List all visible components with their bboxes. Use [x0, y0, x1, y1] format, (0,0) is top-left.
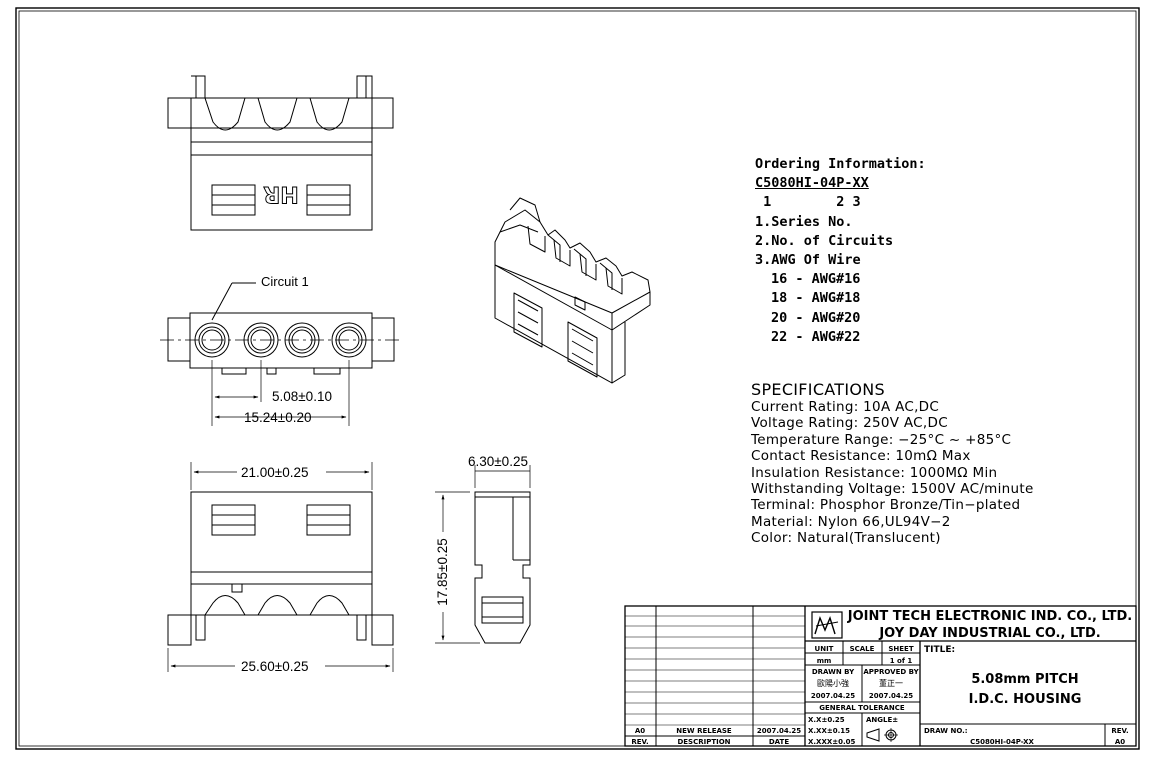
specifications-heading: SPECIFICATIONS	[751, 380, 886, 399]
drawn-by-name: 歐陽小強	[817, 678, 849, 688]
spec-line-2: Voltage Rating: 250V AC,DC	[751, 415, 948, 432]
scale-label: SCALE	[850, 645, 875, 653]
sheet-value: 1 of 1	[890, 657, 913, 665]
spec-line-4: Contact Resistance: 10mΩ Max	[751, 448, 971, 465]
ordering-information: Ordering Information: C5080HI-04P-XX 1 2…	[755, 155, 926, 347]
general-tolerance-label: GENERAL TOLERANCE	[819, 704, 905, 712]
ordering-item-1: 1.Series No.	[755, 213, 853, 230]
rev-label: REV.	[1111, 727, 1128, 735]
specifications: SPECIFICATIONS Current Rating: 10A AC,DC…	[751, 380, 1034, 547]
hr-logo-mark: HR	[263, 181, 298, 206]
side-view	[435, 465, 531, 644]
inner-border	[18, 10, 1137, 747]
part-index-row: 1 2 3	[755, 194, 861, 211]
spec-line-1: Current Rating: 10A AC,DC	[751, 399, 940, 415]
awg-option-18: 18 - AWG#18	[771, 290, 861, 307]
title-block-text: JOINT TECH ELECTRONIC IND. CO., LTD. JOY…	[631, 609, 1132, 746]
ordering-item-3: 3.AWG Of Wire	[755, 252, 861, 269]
tolerance-2: X.XX±0.15	[808, 727, 850, 735]
isometric-view	[494, 197, 651, 384]
spec-line-3: Temperature Range: −25°C ~ +85°C	[751, 431, 1012, 448]
spec-line-8: Material: Nylon 66,UL94V−2	[751, 513, 951, 530]
approved-by-name: 董正一	[879, 678, 903, 688]
unit-label: UNIT	[815, 645, 834, 653]
front-view	[160, 282, 400, 426]
revision-row-description: NEW RELEASE	[676, 727, 732, 735]
drawn-date: 2007.04.25	[811, 692, 855, 700]
tolerance-3: X.XXX±0.05	[808, 738, 856, 746]
circuit1-label: Circuit 1	[261, 274, 309, 289]
spec-line-7: Terminal: Phosphor Bronze/Tin−plated	[751, 497, 1021, 514]
width-top-dimension: 21.00±0.25	[241, 465, 308, 480]
spec-line-5: Insulation Resistance: 1000MΩ Min	[751, 464, 998, 481]
spec-line-9: Color: Natural(Translucent)	[751, 530, 941, 547]
spec-line-6: Withstanding Voltage: 1500V AC/minute	[751, 481, 1034, 498]
height-dimension: 17.85±0.25	[435, 538, 450, 605]
ordering-heading: Ordering Information:	[755, 156, 926, 172]
awg-option-16: 16 - AWG#16	[771, 271, 861, 288]
span-dimension: 15.24±0.20	[244, 410, 311, 425]
drawing-no: C5080HI-04P-XX	[970, 738, 1034, 746]
approved-by-label: APPROVED BY	[863, 668, 919, 676]
company-line1: JOINT TECH ELECTRONIC IND. CO., LTD.	[847, 609, 1132, 624]
approved-date: 2007.04.25	[869, 692, 913, 700]
company-line2: JOY DAY INDUSTRIAL CO., LTD.	[878, 626, 1100, 641]
bottom-view	[167, 462, 394, 672]
angle-label: ANGLE±	[866, 716, 898, 724]
drawn-by-label: DRAWN BY	[812, 668, 855, 676]
outer-border	[15, 7, 1140, 750]
drawing-no-label: DRAW NO.:	[924, 727, 968, 735]
unit-value: mm	[817, 657, 832, 665]
title-block	[624, 605, 1137, 747]
title-line2: I.D.C. HOUSING	[969, 692, 1082, 707]
header-rev: REV.	[631, 738, 648, 746]
tolerance-1: X.X±0.25	[808, 716, 845, 724]
title-label: TITLE:	[924, 645, 955, 655]
sheet-label: SHEET	[888, 645, 913, 653]
depth-dimension: 6.30±0.25	[468, 454, 528, 469]
header-description: DESCRIPTION	[677, 738, 730, 746]
awg-option-22: 22 - AWG#22	[771, 328, 861, 345]
revision-row-date: 2007.04.25	[757, 727, 801, 735]
rev-value: A0	[1115, 738, 1125, 746]
ordering-item-2: 2.No. of Circuits	[755, 232, 894, 249]
header-date: DATE	[769, 738, 789, 746]
pitch-dimension: 5.08±0.10	[272, 389, 332, 404]
awg-option-20: 20 - AWG#20	[771, 309, 861, 326]
revision-row-rev: A0	[635, 727, 645, 735]
width-bottom-dimension: 25.60±0.25	[241, 659, 308, 674]
title-line1: 5.08mm PITCH	[971, 672, 1078, 687]
top-view	[167, 75, 394, 231]
part-number: C5080HI-04P-XX	[755, 175, 869, 192]
